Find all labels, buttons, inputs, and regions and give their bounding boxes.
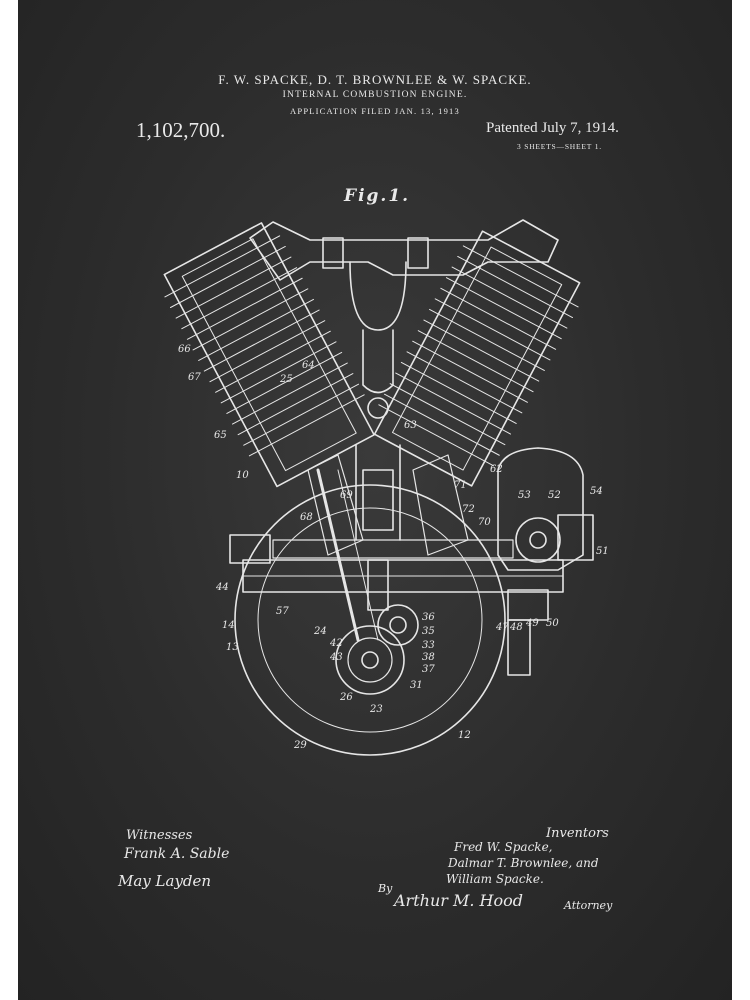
crankcase-inner [257,507,483,733]
part-label: 43 [329,652,343,663]
part-label: 24 [313,626,327,637]
engine-drawing: 66 67 25 64 65 10 63 62 69 70 71 72 68 5… [163,219,609,756]
inventor-signature: Fred W. Spacke, [454,840,553,854]
part-label: 36 [422,612,435,623]
patent-number: 1,102,700. [136,118,226,142]
inventor-signature: William Spacke. [446,872,544,886]
inventor-signature: Dalmar T. Brownlee, and [448,856,599,870]
crankcase-outer [234,484,506,756]
timing-gear [377,604,419,646]
part-label: 53 [518,490,531,501]
gear-housing [497,447,584,571]
sheet-count: 3 SHEETS—SHEET 1. [517,142,602,151]
part-label: 72 [462,504,475,515]
part-label: 51 [596,546,609,557]
inventor-names-header: F. W. SPACKE, D. T. BROWNLEE & W. SPACKE… [218,72,532,87]
part-label: 23 [369,704,383,715]
part-label: 69 [340,490,353,501]
part-label: 49 [525,618,539,629]
by-label: By [378,882,393,895]
part-label: 37 [422,664,435,675]
part-label: 52 [548,490,561,501]
part-label: 71 [454,480,467,491]
part-label: 38 [422,652,435,663]
part-labels: 66 67 25 64 65 10 63 62 69 70 71 72 68 5… [178,344,609,751]
part-label: 44 [215,582,229,593]
attorney-label: Attorney [564,899,613,912]
patent-title: INTERNAL COMBUSTION ENGINE. [282,90,468,100]
witnesses-heading: Witnesses [126,828,193,843]
magneto-gear [515,517,561,563]
carburetor-bowl [349,261,407,331]
left-cylinder-fins [164,235,365,457]
attorney-signature: Arthur M. Hood [394,891,523,910]
part-label: 35 [422,626,435,637]
part-label: 67 [188,372,201,383]
part-label: 42 [329,638,343,649]
part-label: 26 [339,692,353,703]
part-label: 63 [404,420,417,431]
part-label: 50 [546,618,559,629]
application-filed-date: APPLICATION FILED JAN. 13, 1913 [290,106,460,116]
right-cylinder-fins [378,245,579,467]
connecting-rod [316,468,360,642]
intake-manifold [249,219,559,281]
figure-label: Fig.1. [344,186,411,206]
part-label: 57 [276,606,289,617]
part-label: 68 [300,512,313,523]
part-label: 66 [178,344,191,355]
witness-signature: May Layden [118,872,212,890]
part-label: 54 [590,486,603,497]
flywheel-hub [335,625,405,695]
part-label: 48 [509,622,523,633]
part-label: 13 [226,642,239,653]
witness-signature: Frank A. Sable [124,846,230,862]
part-label: 33 [422,640,435,651]
part-label: 65 [214,430,227,441]
part-label: 14 [222,620,235,631]
part-label: 25 [279,374,293,385]
part-label: 47 [495,622,509,633]
chalkboard-background: F. W. SPACKE, D. T. BROWNLEE & W. SPACKE… [18,0,732,1000]
part-label: 31 [410,680,423,691]
inventors-heading: Inventors [546,826,609,841]
part-label: 12 [458,730,471,741]
part-label: 29 [293,740,307,751]
part-label: 70 [478,517,491,528]
patented-date: Patented July 7, 1914. [486,120,619,136]
part-label: 62 [490,464,503,475]
part-label: 10 [236,470,249,481]
right-cylinder [373,230,581,487]
part-label: 64 [302,360,315,371]
